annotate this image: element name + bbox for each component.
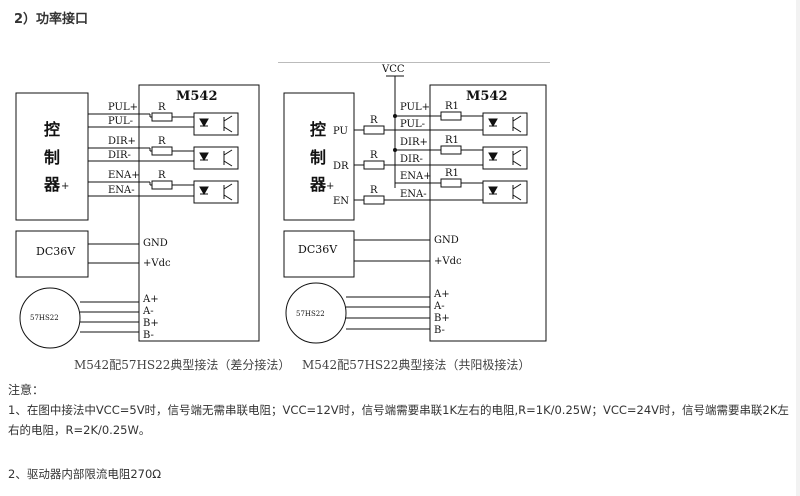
note-item-2: 2、驱动器内部限流电阻270Ω — [8, 467, 162, 481]
left-pin-ena-minus: ENA- — [108, 185, 135, 196]
left-pin-a-plus: A+ — [142, 294, 159, 305]
right-power-box — [283, 230, 355, 278]
left-power-label: DC36V — [36, 245, 76, 258]
right-pin-dir-minus: DIR- — [400, 154, 423, 165]
section-title: 2）功率接口 — [14, 12, 89, 27]
right-ctrl-pin-pu: PU — [333, 126, 348, 137]
left-resistor-2 — [151, 146, 173, 156]
right-pin-vdc: +Vdc — [434, 256, 462, 267]
right-pin-pul-minus: PUL- — [400, 119, 425, 130]
right-vcc-label: VCC — [381, 64, 405, 75]
left-controller-char-1: 控 — [44, 120, 60, 139]
left-pin-b-minus: B- — [143, 330, 154, 341]
left-pin-gnd: GND — [143, 238, 168, 249]
note-item-1: 1、在图中接法中VCC=5V时，信号端无需串联电阻；VCC=12V时，信号端需要… — [8, 403, 789, 437]
right-ctrl-pin-en: EN — [333, 196, 349, 207]
right-resistor-inner-1 — [440, 111, 462, 121]
left-pin-dir-minus: DIR- — [108, 150, 131, 161]
right-resistor-inner-label-1: R1 — [445, 101, 459, 112]
left-controller-box — [15, 92, 89, 221]
right-pin-pul-plus: PUL+ — [400, 102, 430, 113]
right-resistor-inner-3 — [440, 178, 462, 188]
right-driver-title: M542 — [466, 89, 508, 104]
right-resistor-outer-2 — [363, 160, 385, 170]
right-motor-label: 57HS22 — [296, 310, 325, 318]
left-controller-mark: + — [61, 181, 69, 192]
right-controller-char-1: 控 — [310, 120, 326, 139]
right-pin-ena-plus: ENA+ — [400, 171, 432, 182]
left-driver-title: M542 — [176, 89, 218, 104]
right-resistor-outer-label-1: R — [370, 115, 378, 126]
right-resistor-inner-label-3: R1 — [445, 168, 459, 179]
left-pin-ena-plus: ENA+ — [108, 170, 140, 181]
right-resistor-outer-3 — [363, 195, 385, 205]
left-pin-pul-minus: PUL- — [108, 116, 133, 127]
opto-symbols — [199, 115, 522, 201]
right-pin-b-plus: B+ — [434, 313, 450, 324]
right-pin-b-minus: B- — [434, 325, 445, 336]
right-pin-dir-plus: DIR+ — [400, 137, 428, 148]
left-controller-char-3: 器 — [43, 175, 61, 194]
right-controller-char-2: 制 — [310, 148, 326, 167]
right-resistor-outer-1 — [363, 125, 385, 135]
left-pin-dir-plus: DIR+ — [108, 136, 136, 147]
right-opto-1 — [482, 112, 528, 136]
left-resistor-label-2: R — [158, 136, 166, 147]
right-resistor-outer-label-2: R — [370, 150, 378, 161]
notes-label: 注意： — [8, 383, 45, 397]
right-ctrl-pin-dr: DR — [333, 161, 349, 172]
left-resistor-label-1: R — [158, 102, 166, 113]
left-opto-1 — [193, 112, 239, 136]
right-pin-a-plus: A+ — [433, 289, 450, 300]
right-controller-box — [283, 92, 355, 221]
left-pin-pul-plus: PUL+ — [108, 102, 138, 113]
left-opto-3 — [193, 180, 239, 204]
right-driver-box — [429, 84, 547, 342]
left-resistor-1 — [151, 112, 173, 122]
left-pin-a-minus: A- — [142, 306, 154, 317]
left-pin-b-plus: B+ — [143, 318, 159, 329]
right-opto-3 — [482, 180, 528, 204]
left-diagram-caption: M542配57HS22典型接法（差分接法） — [74, 358, 291, 372]
left-pin-vdc: +Vdc — [143, 258, 171, 269]
left-controller-char-2: 制 — [44, 148, 60, 167]
right-pin-gnd: GND — [434, 235, 459, 246]
right-controller-mark: + — [326, 181, 334, 192]
left-motor-label: 57HS22 — [30, 314, 59, 322]
left-motor-circle — [19, 287, 81, 349]
right-resistor-outer-label-3: R — [370, 185, 378, 196]
separator-line — [278, 62, 550, 63]
left-opto-2 — [193, 146, 239, 170]
left-resistor-3 — [151, 180, 173, 190]
scrollbar-track[interactable] — [796, 0, 800, 496]
left-power-box — [15, 230, 89, 278]
right-opto-2 — [482, 146, 528, 170]
left-driver-box — [138, 84, 260, 342]
right-controller-char-3: 器 — [309, 175, 327, 194]
right-motor-circle — [285, 282, 347, 344]
right-resistor-inner-label-2: R1 — [445, 135, 459, 146]
right-pin-a-minus: A- — [433, 301, 445, 312]
right-diagram-caption: M542配57HS22典型接法（共阳极接法） — [302, 358, 531, 372]
right-pin-ena-minus: ENA- — [400, 189, 427, 200]
right-resistor-inner-2 — [440, 145, 462, 155]
left-resistor-label-3: R — [158, 170, 166, 181]
right-power-label: DC36V — [298, 243, 338, 256]
